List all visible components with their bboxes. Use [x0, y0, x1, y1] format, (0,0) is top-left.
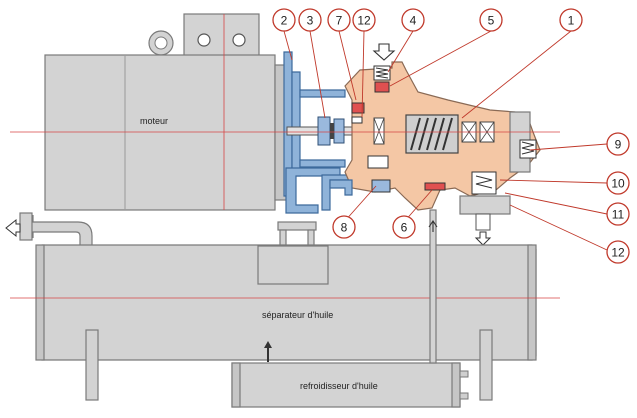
callout-12-bottom: 12 [606, 240, 630, 264]
callout-6: 6 [392, 215, 416, 239]
callout-3: 3 [298, 8, 322, 32]
svg-text:8: 8 [341, 221, 348, 235]
svg-text:5: 5 [488, 14, 495, 28]
svg-text:11: 11 [612, 208, 625, 222]
svg-text:6: 6 [401, 221, 408, 235]
motor: moteur [44, 13, 288, 211]
callouts: 2 3 7 12 4 5 1 9 [272, 8, 630, 264]
svg-text:1: 1 [568, 14, 575, 28]
callout-7: 7 [327, 8, 351, 32]
svg-text:3: 3 [307, 14, 314, 28]
motor-body [44, 54, 276, 211]
cooler-body [231, 362, 461, 408]
screw-rotor-icon [405, 114, 459, 154]
compressor-housing [329, 43, 541, 246]
arrow-left-icon [5, 218, 21, 238]
separator-label: séparateur d'huile [262, 310, 333, 320]
arrow-up-icon [264, 341, 272, 362]
oil-separator: séparateur d'huile [5, 212, 560, 401]
svg-text:7: 7 [336, 14, 343, 28]
svg-text:2: 2 [281, 14, 288, 28]
callout-2: 2 [272, 8, 296, 32]
callout-8: 8 [332, 215, 356, 239]
svg-text:10: 10 [611, 177, 625, 191]
callout-1: 1 [559, 8, 583, 32]
svg-text:9: 9 [615, 138, 622, 152]
svg-text:12: 12 [611, 246, 625, 260]
callout-5: 5 [479, 8, 503, 32]
callout-10: 10 [606, 171, 630, 195]
terminal-box [183, 13, 260, 60]
motor-label: moteur [140, 116, 168, 126]
svg-text:4: 4 [410, 14, 417, 28]
arrow-in-icon [372, 43, 396, 61]
svg-text:12: 12 [357, 14, 371, 28]
oil-cooler: refroidisseur d'huile [231, 209, 469, 408]
flange [277, 51, 351, 253]
callout-9: 9 [606, 132, 630, 156]
cooler-label: refroidisseur d'huile [300, 381, 378, 391]
callout-12-top: 12 [352, 8, 376, 32]
arrow-down-icon [474, 231, 492, 246]
callout-4: 4 [401, 8, 425, 32]
callout-11: 11 [606, 202, 630, 226]
